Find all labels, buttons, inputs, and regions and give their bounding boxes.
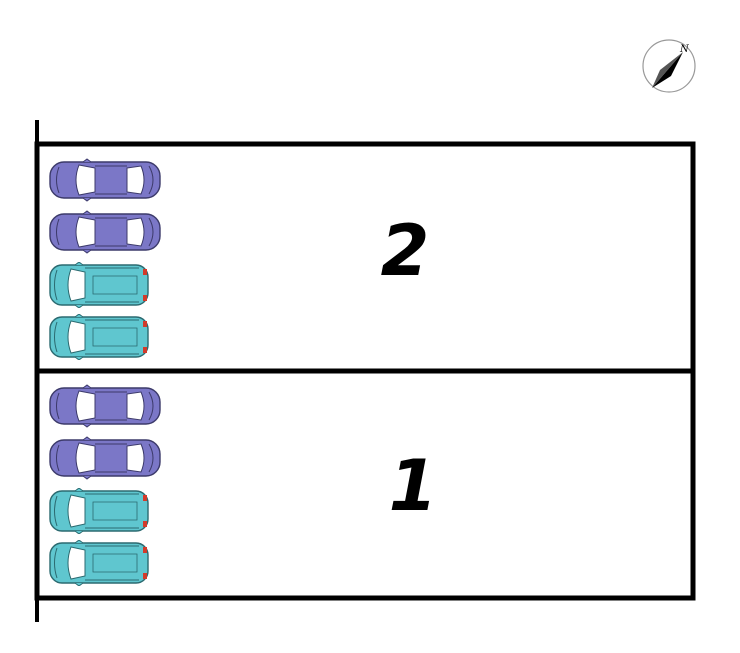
car-compact — [49, 488, 149, 534]
lot-1-number: 1 — [389, 445, 438, 527]
lot-1-outline — [34, 368, 696, 601]
compass: N — [642, 39, 696, 93]
lot-2-number: 2 — [381, 210, 430, 292]
compass-north-label: N — [679, 44, 690, 55]
car-sedan — [49, 210, 161, 254]
car-compact — [49, 540, 149, 586]
car-compact — [49, 314, 149, 360]
car-compact — [49, 262, 149, 308]
car-sedan — [49, 436, 161, 480]
car-sedan — [49, 384, 161, 428]
car-sedan — [49, 158, 161, 202]
